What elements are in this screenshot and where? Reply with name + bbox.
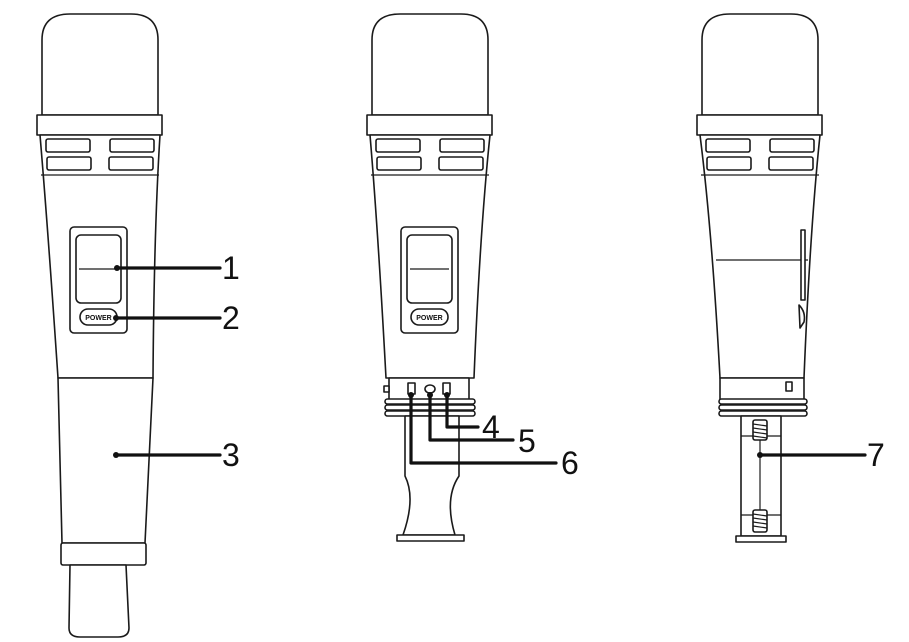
mic1-vent-slots bbox=[45, 138, 155, 171]
mic3-grille-ring bbox=[696, 114, 823, 136]
mic3-vent-slots bbox=[705, 138, 815, 171]
mic3-side-panel-edge bbox=[800, 229, 806, 301]
callout-leaders bbox=[113, 265, 867, 465]
callout-3-number: 3 bbox=[222, 437, 240, 473]
callout-1-leader bbox=[114, 265, 222, 271]
mic2-power-button-label: POWER bbox=[416, 315, 442, 322]
mic2-grille-head bbox=[371, 13, 489, 116]
mic3-thread bbox=[718, 398, 808, 417]
callout-1-number: 1 bbox=[222, 250, 240, 286]
callout-2-leader bbox=[113, 315, 222, 321]
mic1-power-button-label: POWER bbox=[85, 315, 111, 322]
callout-4-number: 4 bbox=[482, 409, 500, 445]
mic3-holder-base bbox=[735, 535, 787, 543]
mic1-base-ring bbox=[60, 542, 147, 566]
mic2-grille-ring bbox=[366, 114, 493, 136]
callout-numbers: 1 2 3 4 5 6 7 bbox=[222, 250, 885, 481]
callout-6-leader bbox=[408, 392, 558, 465]
callout-7-leader bbox=[757, 452, 867, 458]
microphone-side-view bbox=[696, 13, 823, 543]
callout-3-leader bbox=[113, 452, 222, 458]
mic2-vent-slots bbox=[375, 138, 485, 171]
mic2-power-button[interactable] bbox=[410, 308, 449, 326]
callout-5-leader bbox=[427, 392, 515, 442]
mic3-battery-spring-bottom bbox=[752, 509, 768, 533]
mic1-grille-head bbox=[41, 13, 159, 116]
callout-5-number: 5 bbox=[518, 423, 536, 459]
callout-4-leader bbox=[444, 392, 480, 429]
mic2-mount-base bbox=[396, 534, 465, 542]
callout-6-number: 6 bbox=[561, 445, 579, 481]
mic2-center-port bbox=[424, 384, 436, 394]
mic3-grille-head bbox=[701, 13, 819, 116]
mic1-end-cap bbox=[68, 564, 130, 638]
microphone-front-view: POWER bbox=[36, 13, 163, 638]
callout-2-number: 2 bbox=[222, 300, 240, 336]
mic3-battery-spring-top bbox=[752, 419, 768, 441]
mic1-grille-ring bbox=[36, 114, 163, 136]
mic1-battery-cover bbox=[57, 377, 154, 544]
callout-7-number: 7 bbox=[867, 437, 885, 473]
